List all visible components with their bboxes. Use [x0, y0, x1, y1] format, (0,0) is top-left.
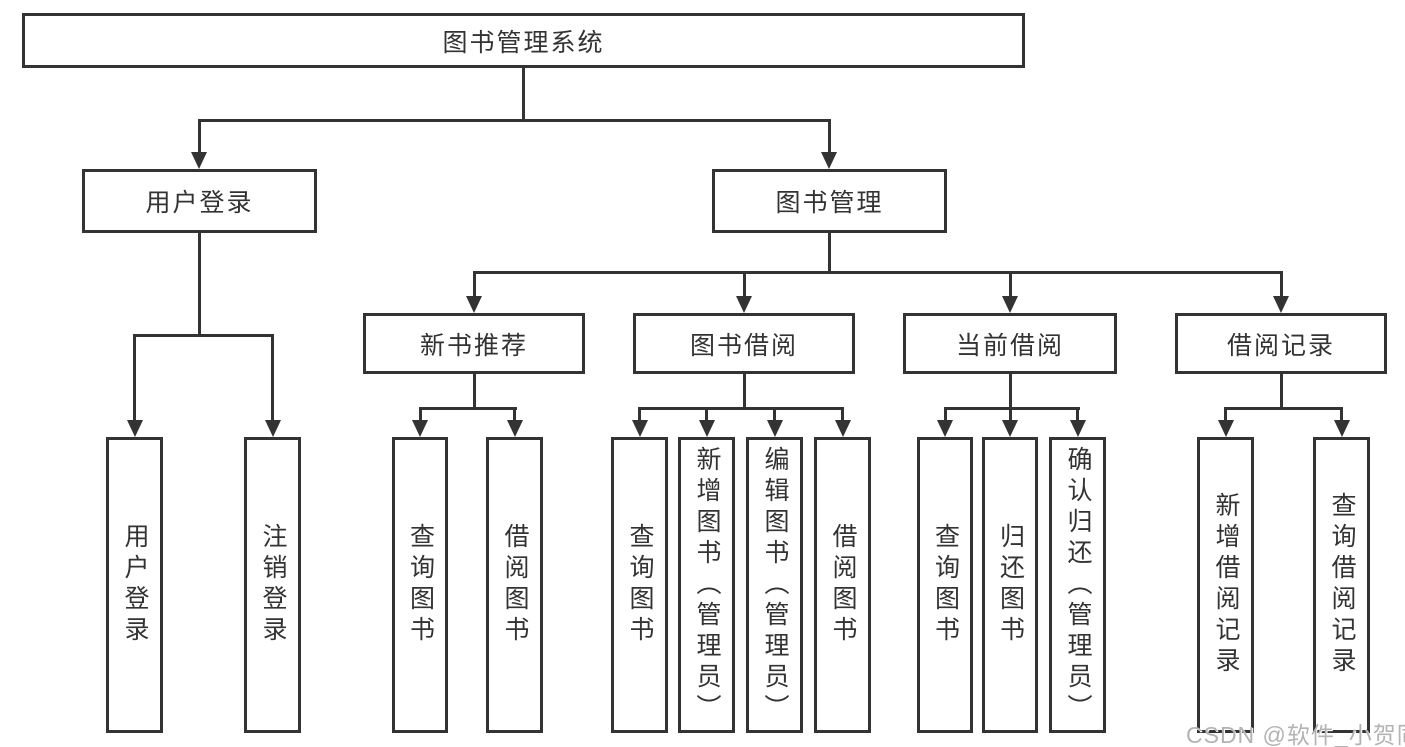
leaf-user-login-label: 用户登录	[121, 523, 149, 647]
arrowhead-cb-query	[937, 420, 953, 437]
connector-arrow-shaft-nb-borrow	[513, 406, 516, 422]
connector-arrow-shaft-current-borrow	[1008, 270, 1012, 298]
arrowhead-cb-confirm	[1069, 420, 1086, 437]
connector-root-crossbar	[197, 118, 831, 122]
leaf-confirm-return-admin-label: 确认归还（管理员）	[1064, 445, 1092, 725]
leaf-query-books-recommend: 查询图书	[392, 437, 448, 733]
connector-arrow-shaft-leaf-user-login	[133, 333, 136, 422]
connector-arrow-shaft-new-book	[472, 270, 476, 298]
arrowhead-leaf-logout	[264, 420, 281, 437]
connector-arrow-shaft-cb-query	[943, 406, 947, 422]
arrowhead-current-borrow	[1002, 296, 1018, 313]
arrowhead-user-login	[191, 152, 207, 169]
connector-borrow-record-crossbar	[1224, 406, 1343, 410]
arrowhead-cb-return	[1002, 420, 1018, 437]
connector-user-login-stem	[197, 233, 201, 337]
csdn-watermark: CSDN @软件_小贺同学	[1186, 722, 1405, 747]
leaf-confirm-return-admin: 确认归还（管理员）	[1049, 437, 1106, 733]
connector-user-login-crossbar	[133, 333, 274, 337]
leaf-query-books-borrow-label: 查询图书	[626, 523, 654, 647]
node-root-label: 图书管理系统	[442, 28, 605, 57]
node-user-login-label: 用户登录	[145, 189, 254, 217]
leaf-add-books-admin: 新增图书（管理员）	[678, 437, 735, 733]
leaf-query-books-borrow: 查询图书	[611, 437, 668, 733]
connector-book-borrow-stem	[742, 374, 746, 409]
node-book-management-label: 图书管理	[775, 189, 884, 217]
leaf-add-borrow-record-label: 新增借阅记录	[1212, 492, 1240, 678]
leaf-edit-books-admin: 编辑图书（管理员）	[746, 437, 803, 733]
leaf-query-books-current: 查询图书	[917, 437, 973, 733]
arrowhead-book-borrow	[736, 296, 752, 313]
connector-arrow-shaft-cb-confirm	[1076, 406, 1079, 422]
connector-arrow-shaft-borrow-record	[1279, 270, 1283, 298]
leaf-borrow-books-recommend: 借阅图书	[486, 437, 543, 733]
node-book-borrow-label: 图书借阅	[689, 331, 798, 360]
node-current-borrow-label: 当前借阅	[955, 331, 1064, 360]
leaf-query-books-current-label: 查询图书	[931, 523, 960, 647]
leaf-borrow-books-label: 借阅图书	[829, 523, 857, 647]
leaf-query-books-recommend-label: 查询图书	[406, 523, 435, 647]
node-user-login: 用户登录	[82, 169, 317, 233]
node-borrow-record: 借阅记录	[1175, 313, 1387, 374]
node-new-book-recommend: 新书推荐	[363, 313, 585, 374]
arrowhead-bb-edit	[766, 420, 783, 437]
connector-current-borrow-crossbar	[943, 406, 1080, 410]
leaf-logout: 注销登录	[244, 437, 301, 733]
arrowhead-leaf-user-login	[126, 420, 143, 437]
node-new-book-recommend-label: 新书推荐	[419, 331, 528, 360]
node-current-borrow: 当前借阅	[903, 313, 1117, 374]
connector-arrow-shaft-br-add	[1224, 406, 1227, 422]
connector-arrow-shaft-leaf-logout	[271, 333, 274, 422]
node-book-management: 图书管理	[712, 169, 947, 233]
arrowhead-br-query	[1333, 420, 1350, 437]
leaf-edit-books-admin-label: 编辑图书（管理员）	[761, 445, 789, 725]
connector-arrow-shaft-bb-add	[705, 406, 708, 422]
arrowhead-nb-borrow	[506, 420, 523, 437]
connector-arrow-shaft-bb-edit	[773, 406, 776, 422]
connector-current-borrow-stem	[1008, 374, 1012, 409]
connector-new-book-crossbar	[418, 406, 517, 410]
arrowhead-book-management	[821, 152, 837, 169]
connector-book-borrow-crossbar	[638, 406, 844, 410]
connector-book-management-crossbar	[472, 270, 1283, 274]
leaf-logout-label: 注销登录	[259, 523, 287, 647]
leaf-add-books-admin-label: 新增图书（管理员）	[693, 445, 721, 725]
connector-arrow-shaft-book-management	[827, 118, 831, 155]
connector-arrow-shaft-bb-query	[638, 406, 641, 422]
connector-arrow-shaft-cb-return	[1008, 406, 1012, 422]
connector-arrow-shaft-user-login	[197, 118, 201, 155]
node-book-borrow: 图书借阅	[633, 313, 855, 374]
connector-arrow-shaft-br-query	[1340, 406, 1343, 422]
connector-book-management-stem	[827, 233, 831, 274]
node-borrow-record-label: 借阅记录	[1226, 331, 1335, 360]
arrowhead-bb-borrow	[834, 420, 851, 437]
leaf-query-borrow-record-label: 查询借阅记录	[1328, 492, 1356, 678]
leaf-user-login: 用户登录	[106, 437, 163, 733]
connector-arrow-shaft-book-borrow	[742, 270, 746, 298]
connector-arrow-shaft-nb-query	[418, 406, 422, 422]
leaf-query-borrow-record: 查询借阅记录	[1313, 437, 1370, 733]
arrowhead-borrow-record	[1273, 296, 1289, 313]
leaf-return-books-label: 归还图书	[996, 523, 1025, 647]
leaf-borrow-books-recommend-label: 借阅图书	[501, 523, 529, 647]
connector-borrow-record-stem	[1279, 374, 1283, 409]
leaf-return-books: 归还图书	[982, 437, 1038, 733]
arrowhead-br-add	[1217, 420, 1234, 437]
connector-arrow-shaft-bb-borrow	[841, 406, 844, 422]
connector-new-book-stem	[472, 374, 476, 409]
arrowhead-new-book	[466, 296, 482, 313]
arrowhead-bb-query	[631, 420, 648, 437]
leaf-borrow-books: 借阅图书	[814, 437, 871, 733]
arrowhead-bb-add	[698, 420, 715, 437]
leaf-add-borrow-record: 新增借阅记录	[1197, 437, 1254, 733]
arrowhead-nb-query	[412, 420, 428, 437]
connector-root-stem	[521, 68, 525, 122]
node-root-system: 图书管理系统	[22, 13, 1025, 68]
